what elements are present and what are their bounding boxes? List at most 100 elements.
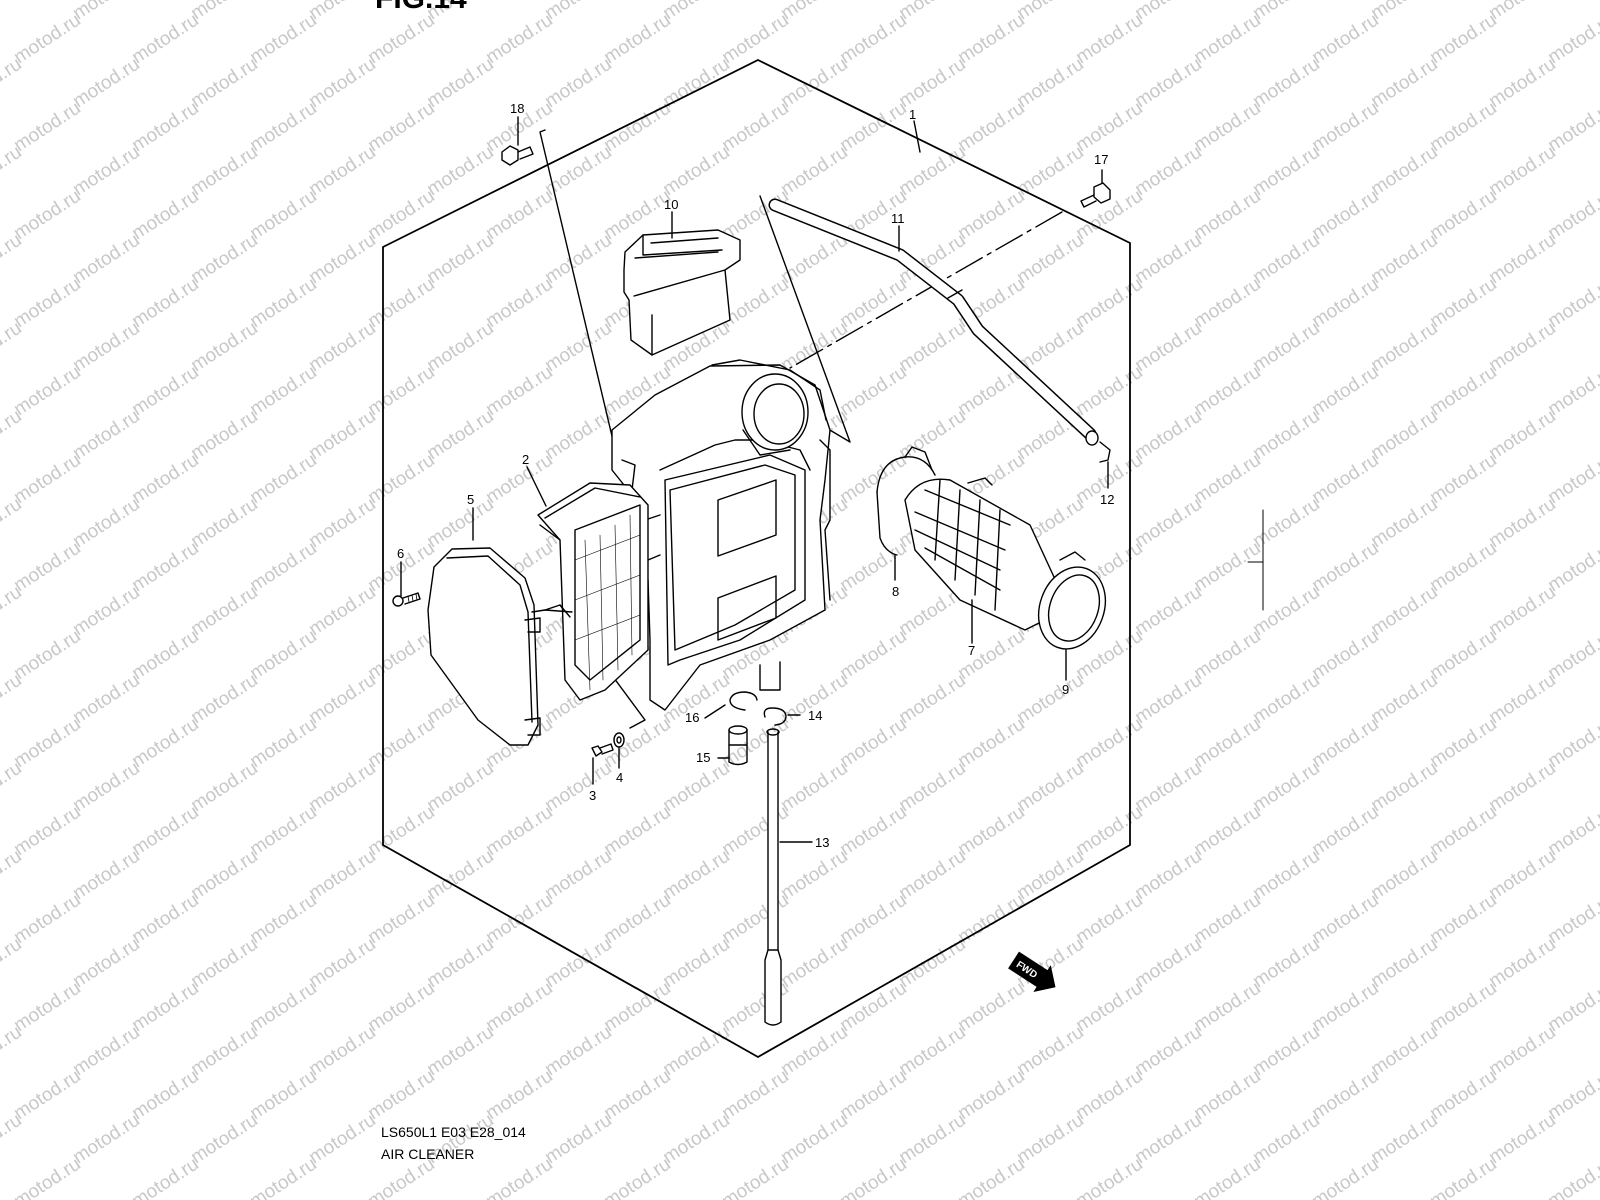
screw-3 (591, 743, 614, 757)
watermark-text: motod.ru (1072, 274, 1146, 332)
watermark-text: motod.ru (128, 10, 202, 68)
watermark-text: motod.ru (69, 1022, 143, 1080)
watermark-text: motod.ru (954, 98, 1028, 156)
watermark-text: motod.ru (1190, 626, 1264, 684)
watermark-text: motod.ru (600, 10, 674, 68)
watermark-text: motod.ru (187, 406, 261, 464)
drain-hose (764, 728, 782, 1026)
watermark-text: motod.ru (718, 274, 792, 332)
watermark-text: motod.ru (187, 934, 261, 992)
watermark-text: motod.ru (10, 802, 84, 860)
watermark-text: motod.ru (1190, 802, 1264, 860)
watermark-text: motod.ru (364, 714, 438, 772)
watermark-text: motod.ru (541, 54, 615, 112)
watermark-text: motod.ru (1544, 186, 1600, 244)
watermark-text: motod.ru (10, 1066, 84, 1124)
watermark-text: motod.ru (1072, 1154, 1146, 1200)
watermark-text: motod.ru (128, 802, 202, 860)
watermark-text: motod.ru (541, 846, 615, 904)
watermark-text: motod.ru (836, 538, 910, 596)
watermark-text: motod.ru (777, 934, 851, 992)
clip-16 (729, 691, 758, 711)
watermark-text: motod.ru (1249, 758, 1323, 816)
watermark-text: motod.ru (128, 1154, 202, 1200)
watermark-text: motod.ru (423, 318, 497, 376)
watermark-text: motod.ru (1544, 10, 1600, 68)
watermark-text: motod.ru (1308, 626, 1382, 684)
part-label-1: 1 (909, 107, 916, 122)
filter-element (537, 482, 649, 701)
watermark-text: motod.ru (777, 1110, 851, 1168)
watermark-text: motod.ru (1485, 582, 1559, 640)
watermark-text: motod.ru (895, 846, 969, 904)
watermark-text: motod.ru (836, 626, 910, 684)
watermark-text: motod.ru (246, 714, 320, 772)
watermark-text: motod.ru (600, 890, 674, 948)
watermark-text: motod.ru (1072, 714, 1146, 772)
watermark-text: motod.ru (1367, 934, 1441, 992)
intake-duct (623, 229, 741, 356)
watermark-text: motod.ru (777, 230, 851, 288)
watermark-text: motod.ru (1072, 802, 1146, 860)
watermark-text: motod.ru (1072, 1066, 1146, 1124)
watermark-text: motod.ru (187, 1022, 261, 1080)
watermark-text: motod.ru (541, 758, 615, 816)
watermark-text: motod.ru (895, 1022, 969, 1080)
intake-pipe (904, 477, 1061, 631)
watermark-text: motod.ru (1426, 1154, 1500, 1200)
part-labels: 1 2 3 4 5 6 7 8 9 10 11 12 13 14 15 16 1… (397, 101, 1114, 850)
watermark-text: motod.ru (482, 978, 556, 1036)
watermark-text: motod.ru (718, 1154, 792, 1200)
watermark-text: motod.ru (305, 1022, 379, 1080)
watermark-text: motod.ru (777, 0, 851, 24)
watermark-text: motod.ru (1013, 670, 1087, 728)
watermark-text: motod.ru (305, 494, 379, 552)
watermark-text: motod.ru (10, 714, 84, 772)
plug-15 (728, 725, 748, 766)
side-marker (1247, 509, 1264, 611)
watermark-text: motod.ru (423, 934, 497, 992)
watermark-text: motod.ru (659, 1110, 733, 1168)
watermark-text: motod.ru (305, 406, 379, 464)
watermark-text: motod.ru (1426, 98, 1500, 156)
watermark-text: motod.ru (1485, 494, 1559, 552)
watermark-text: motod.ru (364, 626, 438, 684)
watermark-text: motod.ru (836, 98, 910, 156)
watermark-text: motod.ru (777, 1022, 851, 1080)
watermark-text: motod.ru (1367, 1022, 1441, 1080)
watermark-text: motod.ru (423, 142, 497, 200)
watermark-text: motod.ru (1544, 890, 1600, 948)
watermark-text: motod.ru (541, 0, 615, 24)
screw-6 (392, 592, 421, 607)
watermark-text: motod.ru (954, 10, 1028, 68)
watermark-text: motod.ru (305, 670, 379, 728)
watermark-text: motod.ru (836, 802, 910, 860)
watermark-text: motod.ru (1190, 1066, 1264, 1124)
watermark-text: motod.ru (836, 1154, 910, 1200)
watermark-text: motod.ru (954, 186, 1028, 244)
watermark-text: motod.ru (1367, 318, 1441, 376)
watermark-text: motod.ru (541, 318, 615, 376)
clip-12 (1099, 441, 1111, 463)
watermark-text: motod.ru (1544, 274, 1600, 332)
part-label-16: 16 (685, 710, 699, 725)
watermark-text: motod.ru (1249, 142, 1323, 200)
watermark-text: motod.ru (1190, 186, 1264, 244)
watermark-text: motod.ru (482, 1066, 556, 1124)
watermark-text: motod.ru (1308, 10, 1382, 68)
watermark-text: motod.ru (1190, 538, 1264, 596)
watermark-text: motod.ru (1308, 538, 1382, 596)
watermark-text: motod.ru (1131, 934, 1205, 992)
watermark-text: motod.ru (128, 274, 202, 332)
watermark-text: motod.ru (1072, 10, 1146, 68)
watermark-text: motod.ru (10, 98, 84, 156)
breather-hose (768, 198, 1099, 446)
part-label-5: 5 (467, 492, 474, 507)
part-label-3: 3 (589, 788, 596, 803)
watermark-text: motod.ru (1367, 758, 1441, 816)
clamp-8 (876, 446, 936, 556)
watermark-text: motod.ru (364, 978, 438, 1036)
watermark-text: motod.ru (1426, 1066, 1500, 1124)
watermark-text: motod.ru (187, 230, 261, 288)
